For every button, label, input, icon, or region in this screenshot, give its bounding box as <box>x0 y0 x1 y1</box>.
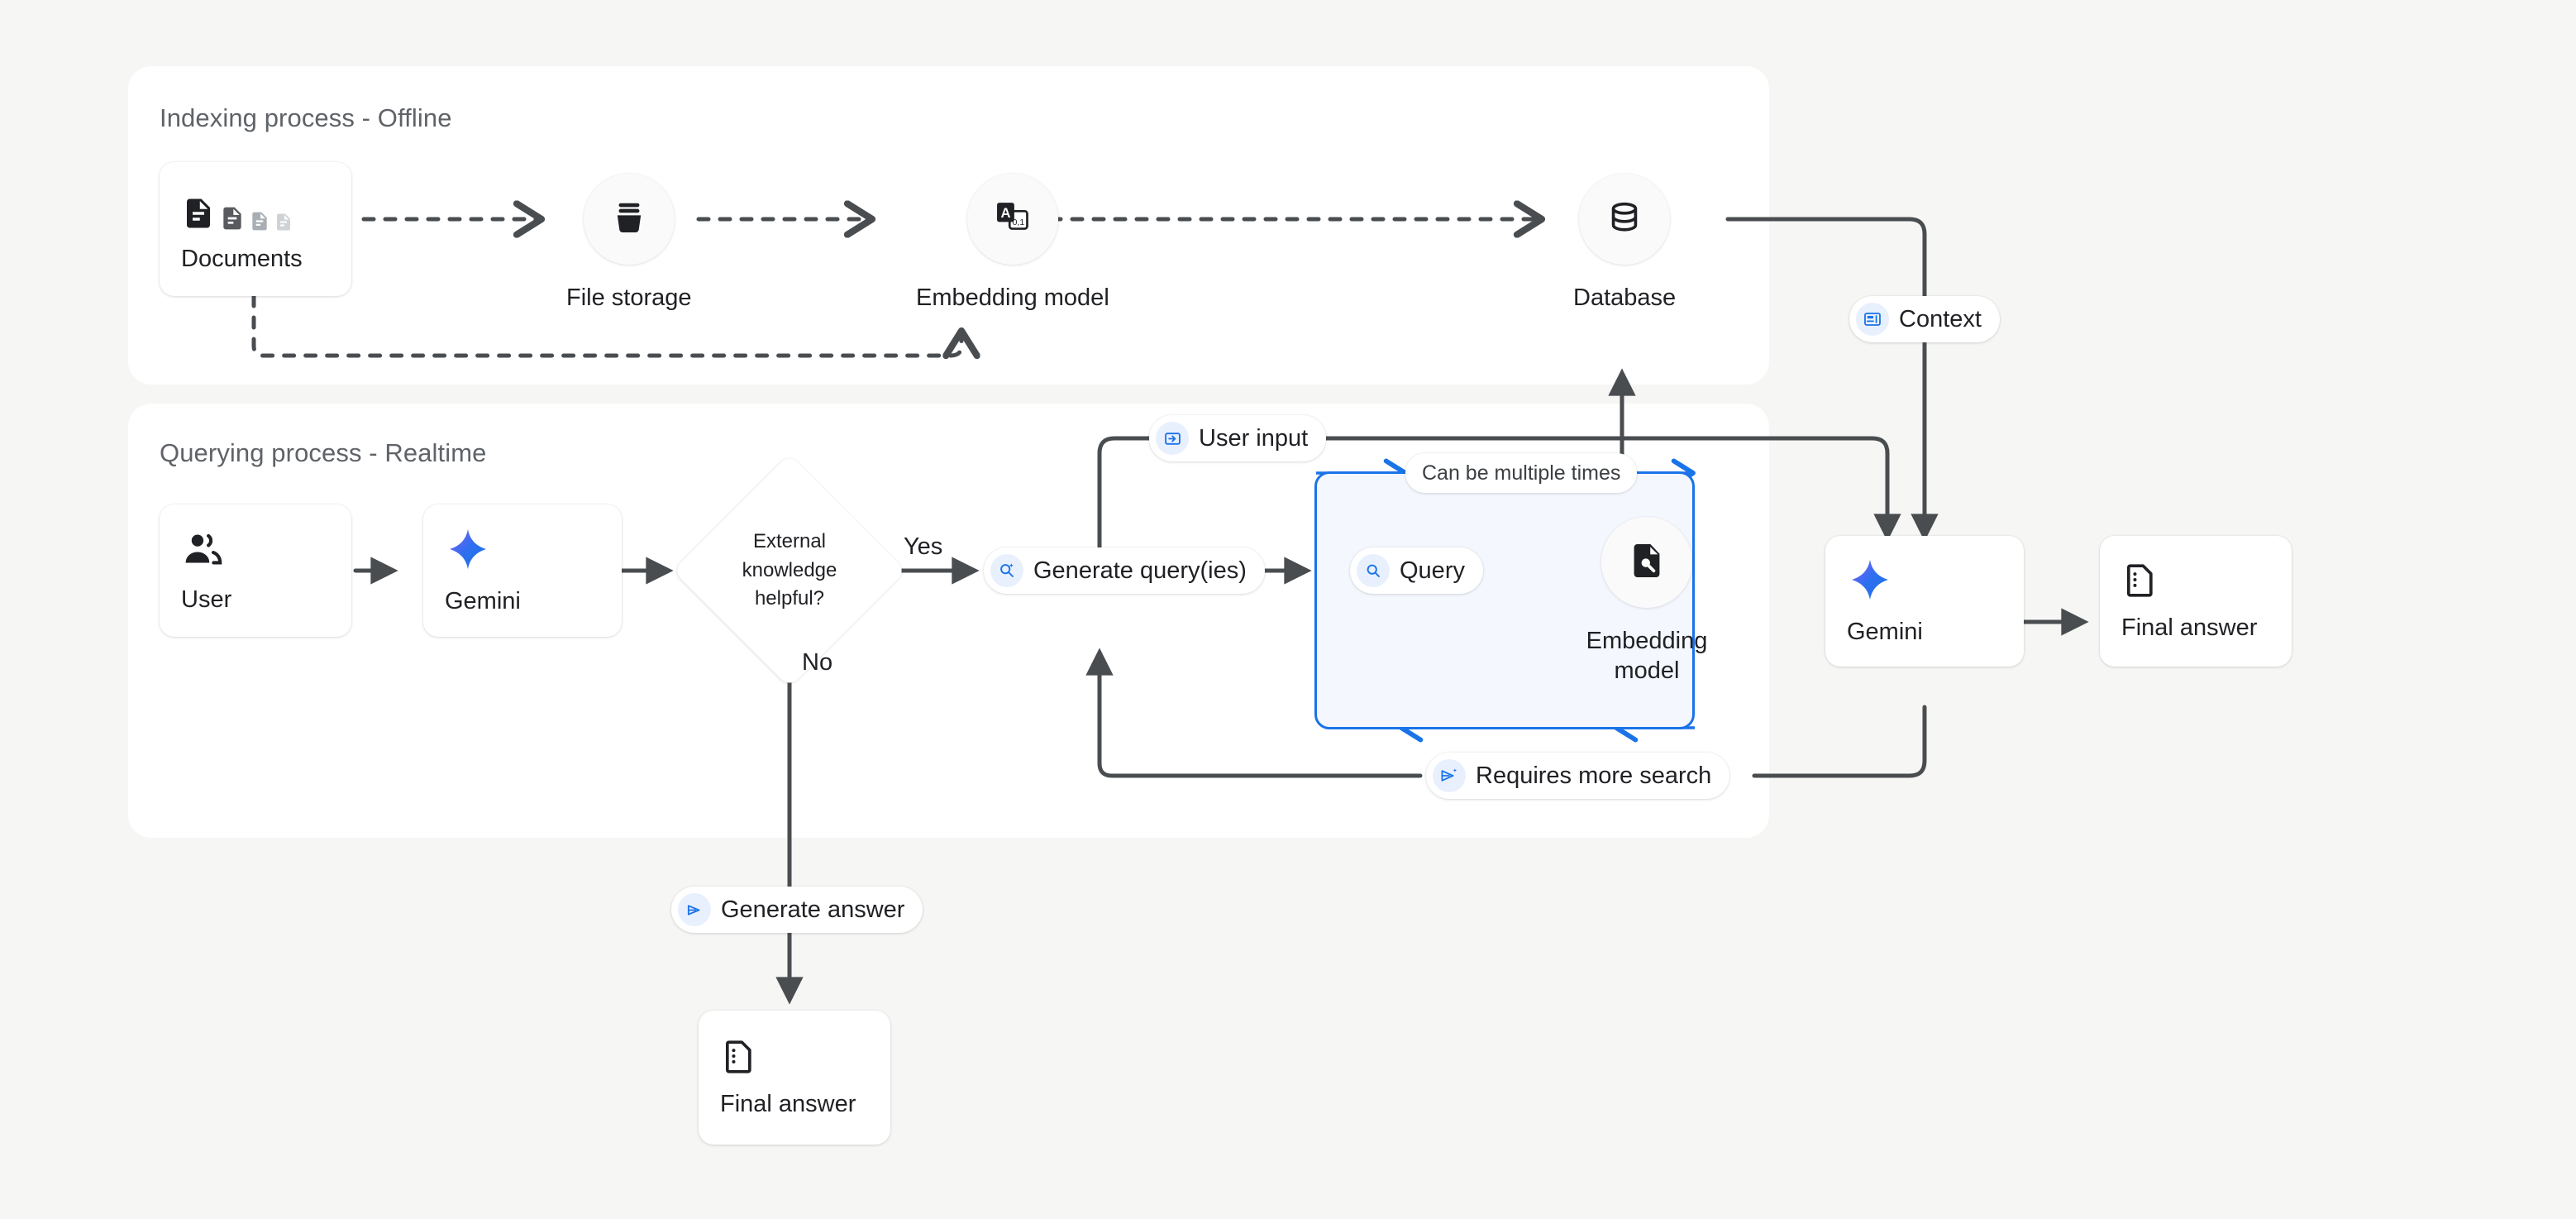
chip-generate-answer[interactable]: Generate answer <box>671 887 923 933</box>
node-embedding-model-index[interactable]: 0,1 A Embedding model <box>916 174 1109 313</box>
embedding-loop-line2: model <box>1614 657 1680 685</box>
decision-line-1: External <box>752 529 827 552</box>
chip-can-be-multiple-times: Can be multiple times <box>1405 453 1638 493</box>
node-user-label: User <box>181 586 232 613</box>
gemini-spark-icon <box>445 526 622 576</box>
chip-can-be-multiple-times-label: Can be multiple times <box>1422 461 1621 485</box>
chip-context-label: Context <box>1899 305 1982 332</box>
node-user[interactable]: User <box>160 504 351 637</box>
database-circle <box>1579 174 1671 265</box>
input-arrow-icon <box>1156 422 1189 455</box>
svg-text:0,1: 0,1 <box>1013 218 1025 227</box>
summary-doc-icon <box>2121 561 2292 603</box>
node-gemini-input[interactable]: Gemini <box>423 504 622 637</box>
decision-text: External knowledge helpful? <box>707 488 872 653</box>
search-icon <box>1357 554 1390 587</box>
chip-query[interactable]: Query <box>1350 547 1483 594</box>
embedding-model-circle: 0,1 A <box>966 174 1058 265</box>
node-gemini-output[interactable]: Gemini <box>1825 536 2024 667</box>
translate-embedding-icon: 0,1 A <box>992 197 1033 242</box>
node-decision-external-knowledge[interactable]: External knowledge helpful? <box>672 453 907 688</box>
panel-indexing-title: Indexing process - Offline <box>160 103 452 132</box>
svg-text:A: A <box>1000 205 1010 221</box>
send-icon <box>678 893 711 926</box>
chip-requires-more-search-label: Requires more search <box>1476 762 1712 789</box>
node-documents-label: Documents <box>181 245 303 272</box>
node-database[interactable]: Database <box>1573 174 1676 313</box>
embedding-loop-line1: Embedding <box>1586 628 1708 654</box>
gemini-spark-icon <box>1847 557 2024 607</box>
article-icon <box>1856 303 1889 336</box>
chip-context[interactable]: Context <box>1849 296 2000 342</box>
panel-querying-title: Querying process - Realtime <box>160 438 487 467</box>
node-final-answer-right-label: Final answer <box>2121 614 2258 641</box>
node-final-answer-right[interactable]: Final answer <box>2100 536 2292 667</box>
chip-generate-queries-label: Generate query(ies) <box>1033 557 1247 584</box>
node-file-storage[interactable]: File storage <box>566 174 692 313</box>
file-storage-circle <box>583 174 675 265</box>
decision-line-3: helpful? <box>754 587 825 610</box>
chip-query-label: Query <box>1400 557 1465 584</box>
send-sparkle-icon <box>1433 759 1466 792</box>
node-embedding-model-loop[interactable]: Embedding model <box>1577 517 1717 686</box>
node-database-label: Database <box>1573 284 1677 311</box>
node-documents[interactable]: Documents <box>160 162 351 296</box>
search-sparkle-icon <box>990 554 1023 587</box>
database-icon <box>1605 198 1643 241</box>
file-storage-icon <box>610 198 648 241</box>
node-final-answer-bottom-label: Final answer <box>720 1091 856 1117</box>
edge-label-yes: Yes <box>904 533 943 560</box>
node-final-answer-bottom[interactable]: Final answer <box>699 1011 890 1145</box>
node-file-storage-label: File storage <box>566 284 692 311</box>
chip-requires-more-search[interactable]: Requires more search <box>1426 753 1730 799</box>
chip-user-input-label: User input <box>1199 424 1309 452</box>
node-embedding-model-index-label: Embedding model <box>916 284 1109 311</box>
embedding-model-loop-circle <box>1601 517 1692 608</box>
chip-generate-answer-label: Generate answer <box>721 896 905 923</box>
document-search-icon <box>1627 541 1667 585</box>
summary-doc-icon <box>720 1037 890 1079</box>
node-gemini-output-label: Gemini <box>1847 619 1923 645</box>
decision-line-2: knowledge <box>742 558 837 581</box>
chip-user-input[interactable]: User input <box>1149 415 1327 461</box>
chip-generate-queries[interactable]: Generate query(ies) <box>984 547 1265 594</box>
people-icon <box>181 528 351 575</box>
documents-icon <box>181 186 351 234</box>
node-embedding-model-loop-label: Embedding model <box>1577 626 1717 686</box>
edge-label-no: No <box>802 649 833 676</box>
node-gemini-input-label: Gemini <box>445 588 521 614</box>
